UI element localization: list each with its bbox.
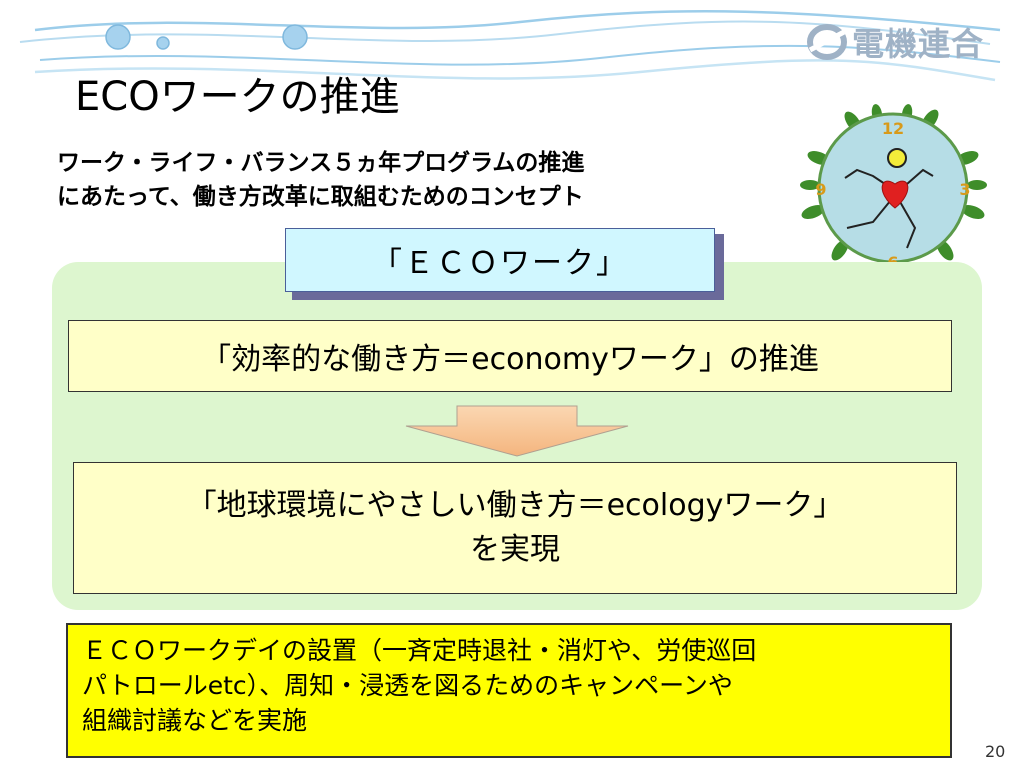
description-line: 組織討議などを実施 [82, 706, 308, 735]
subtitle-line: ワーク・ライフ・バランス５ヵ年プログラムの推進 [57, 150, 585, 176]
clock-number: 12 [882, 119, 904, 138]
ecology-work-text: を実現 [470, 532, 560, 567]
economy-work-text: 「効率的な働き方＝economyワーク」の推進 [201, 342, 819, 377]
bubble-small [156, 36, 170, 50]
down-arrow-icon [405, 405, 629, 457]
page-title: ECOワークの推進 [75, 74, 400, 120]
logo-text: 電機連合 [852, 25, 985, 63]
bubble-medium [282, 24, 308, 50]
description-line: ＥＣＯワークデイの設置（一斉定時退社・消灯や、労使巡回 [82, 636, 757, 665]
subtitle-line: にあたって、働き方改革に取組むためのコンセプト [57, 184, 584, 210]
subtitle: ワーク・ライフ・バランス５ヵ年プログラムの推進 にあたって、働き方改革に取組むた… [57, 146, 584, 214]
page-number: 20 [985, 742, 1006, 761]
clock-number: 3 [959, 180, 970, 199]
clock-number: 9 [815, 180, 826, 199]
eco-work-label: 「ＥＣＯワーク」 [285, 228, 715, 292]
clock-illustration: 12 3 6 9 [795, 100, 1005, 280]
running-figure-icon [844, 148, 934, 249]
heart-icon [881, 180, 909, 209]
ecology-work-text: 「地球環境にやさしい働き方＝ecologyワーク」 [186, 488, 844, 523]
economy-work-box: 「効率的な働き方＝economyワーク」の推進 [68, 320, 952, 392]
ecology-work-box: 「地球環境にやさしい働き方＝ecologyワーク」 を実現 [73, 462, 957, 594]
organization-logo: 電機連合 [806, 18, 996, 66]
description-line: パトロールetc）、周知・浸透を図るためのキャンペーンや [82, 671, 733, 700]
eco-workday-description: ＥＣＯワークデイの設置（一斉定時退社・消灯や、労使巡回 パトロールetc）、周知… [66, 623, 952, 758]
header-wave-decoration [19, 10, 1001, 82]
bubble-large [105, 24, 131, 50]
ring-logo-icon [807, 24, 847, 60]
